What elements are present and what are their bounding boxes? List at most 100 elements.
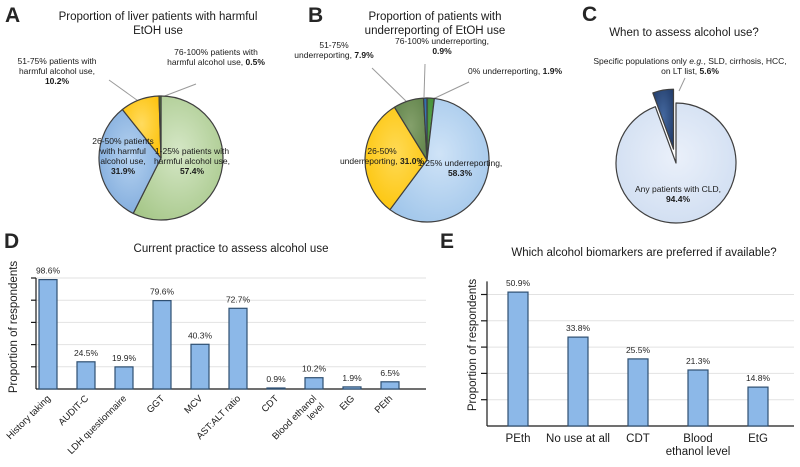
- leader-line: [161, 83, 197, 98]
- panel-letter-c: C: [582, 3, 598, 26]
- bar-value-label: 6.5%: [380, 368, 400, 378]
- bar-value-label: 33.8%: [566, 323, 591, 333]
- pie-slice: [132, 95, 224, 221]
- pie-slice: [364, 106, 428, 211]
- panel-letter-a: A: [5, 4, 21, 27]
- panel-e: E Which alcohol biomarkers are preferred…: [432, 228, 800, 467]
- bar: [38, 278, 58, 390]
- category-label-line: GGT: [145, 393, 167, 415]
- bar-value-label: 50.9%: [506, 278, 531, 288]
- pie-slice-label: 26-50% underreporting, 31.0%: [339, 146, 425, 166]
- category-label: No use at all: [546, 433, 610, 445]
- category-label-line: No use at all: [546, 433, 610, 445]
- bar-value-label: 1.9%: [342, 373, 362, 383]
- bar: [687, 369, 709, 427]
- category-label-line: EtG: [338, 393, 357, 412]
- pie-slice: [158, 95, 162, 159]
- panel-letter-d: D: [4, 230, 20, 253]
- panel-a: A Proportion of liver patients with harm…: [0, 0, 272, 228]
- category-label-line: MCV: [182, 393, 205, 416]
- pie-slice-label: 1-25% underreporting, 58.3%: [417, 158, 503, 178]
- category-label: CDT: [260, 393, 282, 415]
- pie-slice-label: 76-100% patients with harmful alcohol us…: [167, 47, 265, 67]
- bar: [380, 381, 400, 390]
- category-label-line: History taking: [5, 393, 53, 441]
- bar: [627, 358, 649, 427]
- bar: [342, 386, 362, 390]
- category-label-line: CDT: [626, 433, 650, 445]
- category-label: GGT: [145, 393, 167, 415]
- pie-chart-c: [615, 77, 737, 224]
- bar-value-label: 14.8%: [746, 373, 771, 383]
- bar: [507, 291, 529, 427]
- panel-letter-e: E: [440, 230, 455, 253]
- panel-b-title: Proportion of patients with underreporti…: [364, 11, 506, 37]
- category-label: EtG: [748, 433, 768, 445]
- bar-value-label: 72.7%: [226, 294, 251, 304]
- pie-slice-label: 51-75% patients with harmful alcohol use…: [17, 56, 97, 86]
- category-label-line: ethanol level: [666, 446, 731, 458]
- category-label-line: CDT: [260, 393, 282, 415]
- bar-chart-d: 98.6%History taking24.5%AUDIT-C19.9%LDH …: [5, 266, 426, 457]
- category-label-line: AUDIT-C: [56, 393, 91, 428]
- category-label: PEth: [506, 433, 531, 445]
- bar: [114, 366, 134, 390]
- bar-value-label: 25.5%: [626, 345, 651, 355]
- bar: [567, 336, 589, 427]
- category-label: History taking: [5, 393, 53, 441]
- bar-value-label: 79.6%: [150, 287, 175, 297]
- pie-slice-label: 76-100% underreporting, 0.9%: [394, 36, 490, 56]
- pie-slice: [422, 97, 428, 161]
- pie-slice-label: 51-75% underreporting, 7.9%: [294, 40, 374, 60]
- category-label: CDT: [626, 433, 650, 445]
- bar-value-label: 98.6%: [36, 266, 61, 276]
- panel-e-title: Which alcohol biomarkers are preferred i…: [511, 247, 777, 259]
- leader-line: [108, 79, 142, 104]
- bar: [266, 387, 286, 390]
- panel-d-title: Current practice to assess alcohol use: [133, 243, 329, 255]
- pie-chart-a: [98, 79, 224, 221]
- bar-value-label: 21.3%: [686, 356, 711, 366]
- bar: [76, 361, 96, 390]
- pie-slice-label: Specific populations only e.g., SLD, cir…: [593, 56, 787, 76]
- pie-slice: [652, 88, 675, 150]
- bar-value-label: 40.3%: [188, 330, 213, 340]
- pie-chart-b: [364, 63, 490, 223]
- panel-c: C When to assess alcohol use? Specific p…: [544, 0, 800, 228]
- category-label-line: PEth: [373, 393, 395, 415]
- category-label-line: EtG: [748, 433, 768, 445]
- panel-letter-b: B: [308, 4, 324, 27]
- category-label-line: PEth: [506, 433, 531, 445]
- bar-value-label: 10.2%: [302, 364, 327, 374]
- leader-line: [678, 77, 686, 92]
- pie-slice: [389, 97, 490, 223]
- leader-line: [432, 81, 470, 100]
- bar: [152, 299, 172, 390]
- pie-slice-label: Any patients with CLD, 94.4%: [635, 184, 721, 204]
- leader-line: [371, 67, 410, 105]
- pie-slice-label: 0% underreporting, 1.9%: [467, 66, 563, 76]
- bar-chart-e: 50.9% PEth 33.8% No use at all 25.5% CDT 21.3%…: [481, 278, 794, 458]
- bar: [747, 386, 769, 427]
- panel-a-title: Proportion of liver patients with harmfu…: [58, 11, 258, 37]
- pie-slice-label: 1-25% patients with harmful alcohol use,…: [153, 146, 231, 176]
- pie-slice-label: 26-50% patients with harmful alcohol use…: [92, 136, 154, 176]
- panel-d: D Current practice to assess alcohol use…: [0, 228, 432, 467]
- pie-slice: [615, 102, 737, 224]
- panel-b: B Proportion of patients with underrepor…: [272, 0, 562, 228]
- bar-value-label: 19.9%: [112, 353, 137, 363]
- bar: [228, 307, 248, 390]
- category-label: EtG: [338, 393, 357, 412]
- category-label: MCV: [182, 393, 205, 416]
- bar: [190, 343, 210, 390]
- category-label: PEth: [373, 393, 395, 415]
- bar-value-label: 24.5%: [74, 348, 99, 358]
- bar-value-label: 0.9%: [266, 374, 286, 384]
- category-label-line: Blood: [683, 433, 712, 445]
- pie-slice: [98, 108, 162, 215]
- bar: [304, 377, 324, 390]
- leader-line: [423, 63, 426, 98]
- category-label: AUDIT-C: [56, 393, 91, 428]
